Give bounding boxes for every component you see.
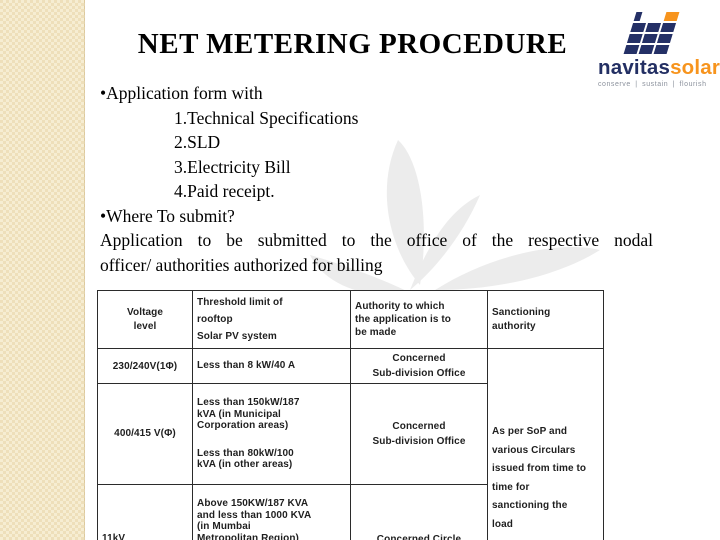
table-row-400-415v: 400/415 V(Φ) Less than 150kW/187 kVA (in… — [97, 383, 604, 485]
solar-panel-icon — [623, 12, 680, 54]
net-metering-table: Voltage level Threshold limit of rooftop… — [97, 290, 604, 540]
brand-tagline: conserve | sustain | flourish — [598, 80, 707, 88]
brand-navitas: navitas — [598, 56, 671, 79]
header-authority: Authority to which the application is to… — [350, 290, 488, 349]
table-row-230-240v: 230/240V(1Φ) Less than 8 kW/40 A Concern… — [97, 347, 604, 540]
cell-authority-1: Concerned Sub-division Office — [350, 348, 488, 384]
brand-wordmark: navitassolar — [598, 56, 720, 79]
paragraph-line-2: officer/ authorities authorized for bill… — [100, 254, 383, 275]
navitas-solar-logo: navitassolar conserve | sustain | flouri… — [598, 12, 720, 88]
table-header-row: Voltage level Threshold limit of rooftop… — [97, 290, 604, 349]
attachment-item-2: 2.SLD — [174, 132, 221, 152]
bullet-application-form: •Application form with — [100, 83, 263, 103]
attachment-item-3: 3.Electricity Bill — [174, 156, 291, 177]
header-sanctioning-authority: Sanctioning authority — [487, 290, 604, 349]
solar-panel-orange-cell — [663, 12, 680, 21]
slide-body-text: •Application form with 1.Technical Speci… — [100, 81, 653, 277]
cell-threshold-1: Less than 8 kW/40 A — [192, 348, 351, 384]
cell-authority-2: Concerned Sub-division Office — [350, 383, 488, 485]
cell-voltage-1: 230/240V(1Φ) — [97, 348, 193, 384]
header-threshold-limit: Threshold limit of rooftop Solar PV syst… — [192, 290, 351, 349]
watermark-leaves-icon — [310, 140, 600, 296]
cell-threshold-2: Less than 150kW/187 kVA (in Municipal Co… — [192, 383, 351, 485]
slide-title: NET METERING PROCEDURE — [137, 28, 568, 60]
header-voltage-level: Voltage level — [97, 290, 193, 349]
cell-authority-3: Concerned Circle office — [350, 483, 488, 540]
cell-voltage-3: 11kV and above — [97, 483, 193, 540]
bullet-where-to-submit: •Where To submit? — [100, 205, 235, 226]
left-decorative-strip — [0, 0, 85, 540]
brand-solar: solar — [670, 56, 720, 79]
table-row-11kv: 11kV and above Above 150KW/187 KVA and l… — [97, 483, 604, 540]
attachment-item-1: 1.Technical Specifications — [174, 107, 359, 128]
cell-voltage-2: 400/415 V(Φ) — [97, 383, 193, 485]
cell-sanctioning-merged: As per SoP and various Circulars issued … — [487, 347, 604, 540]
paragraph-line-1: Application to be submitted to the offic… — [100, 230, 653, 250]
attachment-item-4: 4.Paid receipt. — [174, 181, 275, 201]
cell-threshold-3: Above 150KW/187 KVA and less than 1000 K… — [192, 483, 351, 540]
